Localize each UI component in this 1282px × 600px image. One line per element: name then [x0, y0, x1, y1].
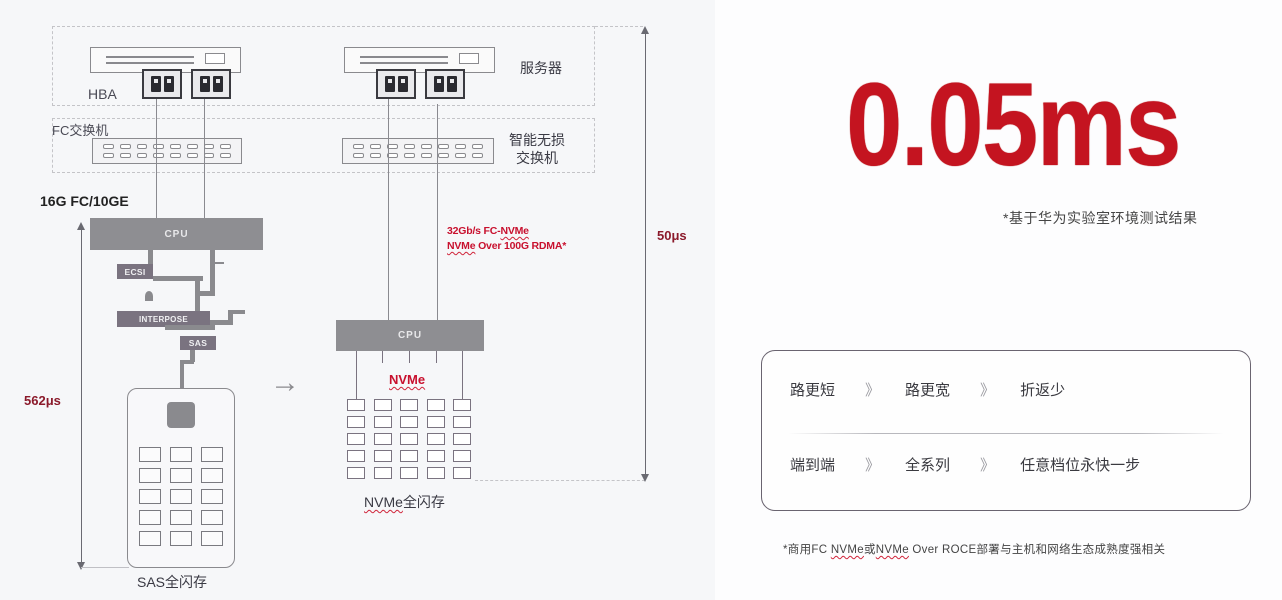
- fc-switch-icon: [92, 138, 242, 164]
- interpose-chip: INTERPOSE: [117, 311, 210, 327]
- pipe: [228, 310, 233, 325]
- right-cpu: CPU: [336, 320, 484, 351]
- diagram-panel: [0, 0, 715, 600]
- sas-drive-grid: [139, 447, 223, 546]
- lossless-switch-icon: [342, 138, 494, 164]
- nvme-lane: [409, 351, 411, 363]
- nvme-lane: [382, 351, 384, 363]
- ecsi-chip: ECSI: [117, 264, 153, 279]
- latency-arrow-down-right: [641, 474, 649, 482]
- latency-arrow-down: [77, 562, 85, 570]
- nvme-storage-label: NVMe全闪存: [364, 494, 445, 510]
- chevron-right-icon: 》: [865, 457, 880, 474]
- nvme-baseline: [475, 480, 645, 482]
- nic-card-2: [425, 69, 465, 99]
- latency-baseline: [81, 567, 129, 569]
- headline-footnote: *基于华为实验室环境测试结果: [1003, 210, 1198, 226]
- nvme-bus-label: NVMe: [389, 372, 426, 387]
- pipe: [195, 276, 200, 314]
- latency-arrow-left: [81, 228, 83, 564]
- nvme-lane: [356, 351, 358, 401]
- feature-summary-box: 路更短 》 路更宽 》 折返少 端到端 》 全系列 》 任意档位永快一步: [761, 350, 1251, 511]
- pipe: [190, 350, 195, 362]
- pipe: [148, 250, 153, 268]
- latency-arrow-up: [77, 222, 85, 230]
- left-link-2: [204, 99, 206, 221]
- chevron-right-icon: 》: [865, 382, 880, 399]
- nvme-drive-column: [453, 399, 471, 479]
- top-dash-extension: [595, 26, 643, 28]
- feature-item: 全系列: [905, 457, 951, 474]
- feature-item: 折返少: [1020, 382, 1066, 399]
- latency-arrow-right: [645, 32, 647, 476]
- left-link-1: [156, 99, 158, 221]
- feature-divider: [788, 433, 1224, 434]
- pipe: [180, 360, 184, 402]
- server-label: 服务器: [520, 60, 562, 76]
- pipe: [212, 262, 224, 264]
- hba-label: HBA: [88, 86, 117, 102]
- sas-chip: SAS: [180, 336, 216, 350]
- feature-row-1: 路更短 》 路更宽 》 折返少: [762, 379, 1250, 400]
- pipe: [165, 325, 215, 330]
- pipe: [210, 250, 215, 295]
- nvme-drive-column: [427, 399, 445, 479]
- pipe: [210, 320, 232, 325]
- nvme-drive-column: [374, 399, 392, 479]
- hba-card-1: [142, 69, 182, 99]
- right-latency-label: 50μs: [657, 228, 687, 243]
- headline-latency-value: 0.05ms: [846, 59, 1182, 191]
- left-cpu: CPU: [90, 218, 263, 250]
- pipe: [180, 360, 194, 364]
- latency-arrow-up-right: [641, 26, 649, 34]
- feature-row-2: 端到端 》 全系列 》 任意档位永快一步: [762, 454, 1250, 475]
- feature-item: 路更宽: [905, 382, 951, 399]
- lossless-switch-label-2: 交换机: [516, 150, 558, 166]
- protocol-label-1: 32Gb/s FC-NVMe: [447, 225, 529, 237]
- pipe: [153, 276, 203, 281]
- nic-card-1: [376, 69, 416, 99]
- chevron-right-icon: 》: [980, 382, 995, 399]
- right-link-2: [437, 104, 439, 321]
- sas-storage-label: SAS全闪存: [137, 574, 208, 590]
- left-latency-label: 562μs: [24, 393, 61, 408]
- pipe: [228, 310, 245, 314]
- pipe: [195, 291, 215, 296]
- link-speed-label: 16G FC/10GE: [40, 193, 129, 209]
- feature-item: 路更短: [790, 382, 836, 399]
- nvme-lane: [436, 351, 438, 363]
- transition-arrow-icon: →: [270, 366, 300, 399]
- chevron-right-icon: 》: [980, 457, 995, 474]
- nvme-drive-column: [400, 399, 418, 479]
- switch-zone: [52, 118, 595, 173]
- feature-item: 端到端: [790, 457, 836, 474]
- nvme-drive-column: [347, 399, 365, 479]
- nvme-lane: [462, 351, 464, 401]
- sas-controller: [167, 402, 195, 428]
- right-server-icon: [344, 47, 495, 73]
- feature-item: 任意档位永快一步: [1020, 457, 1141, 474]
- right-link-1: [388, 99, 390, 321]
- bottom-footnote: *商用FC NVMe或NVMe Over ROCE部署与主机和网络生态成熟度强相…: [783, 544, 1166, 556]
- lossless-switch-label-1: 智能无损: [509, 132, 565, 148]
- protocol-label-2: NVMe Over 100G RDMA*: [447, 240, 567, 252]
- pipe: [145, 291, 153, 301]
- hba-card-2: [191, 69, 231, 99]
- fc-switch-label: FC交换机: [52, 123, 109, 138]
- server-zone: [52, 26, 595, 106]
